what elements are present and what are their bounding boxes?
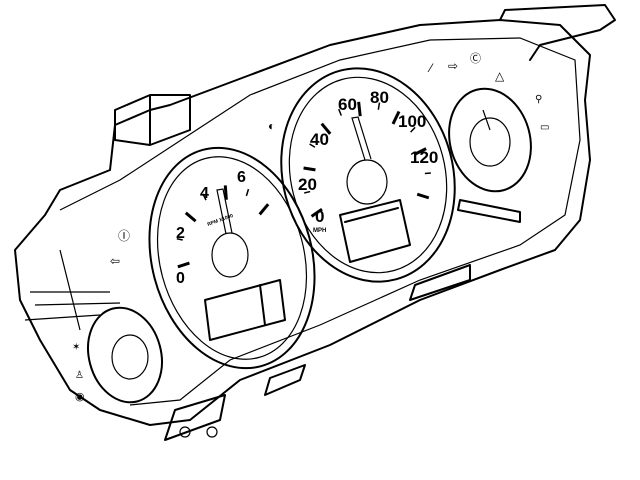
speed-label: 100	[398, 112, 426, 131]
tachometer-tick	[202, 193, 207, 201]
battery-icon: ▭	[540, 122, 549, 133]
mounting-tab-right	[409, 264, 471, 301]
tachometer-hub	[211, 232, 249, 278]
rpm-label: 4	[200, 185, 209, 202]
leader-lines	[24, 249, 121, 331]
speedometer-tick	[337, 108, 343, 116]
speed-unit: MPH	[313, 228, 326, 234]
tachometer-tick	[184, 211, 197, 223]
speedometer-tick	[414, 147, 427, 156]
speedometer-tick	[410, 126, 416, 133]
speedometer-tick	[309, 143, 316, 148]
trip-reset-knob	[457, 199, 521, 223]
fuel-gauge-hub	[469, 117, 511, 167]
turn-left-icon: ⇦	[110, 254, 120, 268]
speed-label: 120	[410, 148, 438, 167]
tachometer-labels: 0 2 4 6 RPM X1000	[176, 169, 246, 287]
mounting-tab-bottom	[164, 394, 226, 441]
speedometer-tick	[416, 192, 430, 200]
speed-label: 40	[310, 130, 329, 149]
speed-label: 80	[370, 88, 389, 107]
tachometer-tick	[245, 188, 250, 197]
rpm-label: 2	[176, 225, 185, 242]
airbag-icon: ✶	[72, 342, 80, 353]
abs-icon: Ⓒ	[470, 52, 481, 65]
speedometer-tick	[310, 207, 323, 218]
tachometer-needle	[216, 188, 233, 235]
rpm-label: 0	[176, 270, 185, 287]
speedometer-tick	[391, 110, 401, 125]
speedometer-tick	[377, 102, 381, 110]
speedometer-needle	[351, 116, 372, 161]
temp-gauge-bezel	[87, 306, 163, 404]
speedometer-tick	[357, 101, 362, 117]
speedometer-tick	[320, 122, 332, 135]
tachometer-face	[156, 156, 308, 360]
speedometer-hub	[346, 159, 388, 205]
speed-label: 0	[315, 207, 324, 226]
rpm-label: 6	[237, 169, 246, 186]
tachometer-tick	[176, 238, 183, 241]
mounting-hole	[206, 426, 218, 438]
tachometer-bezel	[148, 146, 316, 370]
trip-display	[204, 279, 286, 341]
headlight-icon: ◐	[268, 119, 275, 133]
speed-label: 60	[338, 95, 357, 114]
turn-signal-icon: ⇨	[448, 59, 458, 73]
tachometer-tick	[177, 261, 190, 269]
oil-icon: ⚲	[535, 94, 542, 105]
indicator-icon: ⁄	[427, 61, 434, 75]
mounting-tab-mid	[264, 364, 306, 396]
mounting-bracket-top	[499, 4, 616, 61]
speedometer-tick	[304, 190, 311, 194]
fuel-gauge-bezel	[448, 87, 532, 193]
seatbelt-icon: ♙	[75, 370, 84, 381]
tachometer-tick	[223, 185, 228, 200]
fuel-gauge-needle	[482, 109, 491, 131]
speedometer-tick	[303, 166, 316, 172]
speedometer-labels: 0 20 40 60 80 100 120 MPH	[298, 88, 438, 234]
housing-inner-edge	[59, 37, 581, 406]
speedometer-face	[288, 76, 448, 274]
connector-block	[114, 94, 191, 146]
speed-label: 20	[298, 175, 317, 194]
warning-triangle-icon: △	[495, 69, 505, 83]
odometer-display	[339, 199, 411, 263]
mounting-hole	[179, 426, 191, 438]
tachometer-tick	[258, 203, 270, 216]
brake-icon: Ⓘ	[118, 229, 130, 243]
engine-icon: ◉	[75, 391, 85, 403]
speedometer-bezel	[280, 67, 456, 283]
temp-gauge-hub	[111, 334, 149, 380]
